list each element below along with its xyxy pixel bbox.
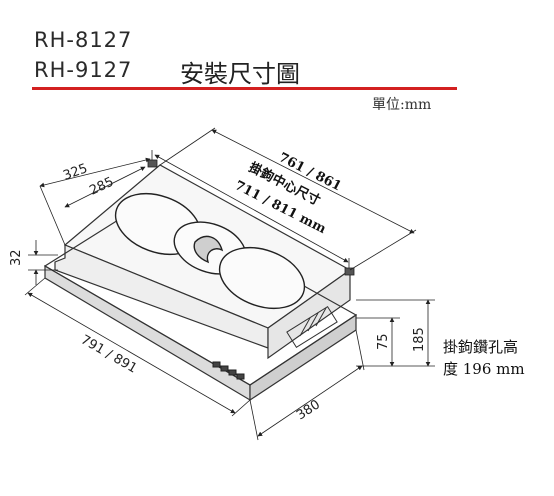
dim-side-depth: 380	[294, 397, 323, 423]
hook-left	[147, 159, 158, 168]
dim-front-height: 32	[9, 249, 24, 266]
unit-label: 單位:mm	[372, 97, 432, 113]
model-number-2: RH-9127	[34, 58, 133, 82]
model-number-1: RH-8127	[34, 28, 133, 52]
dim-depth-inner: 285	[87, 175, 116, 199]
note-line-1: 掛鉤鑽孔高	[443, 338, 519, 356]
hook-drill-height-note: 掛鉤鑽孔高 度 196 mm	[443, 336, 525, 380]
dim-depth-outer: 325	[61, 161, 89, 184]
page-title: 安裝尺寸圖	[180, 60, 300, 88]
dim-bottom-width: 791 / 891	[78, 332, 139, 376]
dim-height-small: 75	[376, 333, 391, 350]
side-vents	[286, 305, 338, 349]
dim-height-total: 185	[412, 327, 427, 352]
title-underline	[32, 87, 457, 90]
hook-right	[344, 267, 355, 276]
note-line-2: 度 196 mm	[443, 360, 525, 378]
dimension-lines	[24, 127, 435, 441]
